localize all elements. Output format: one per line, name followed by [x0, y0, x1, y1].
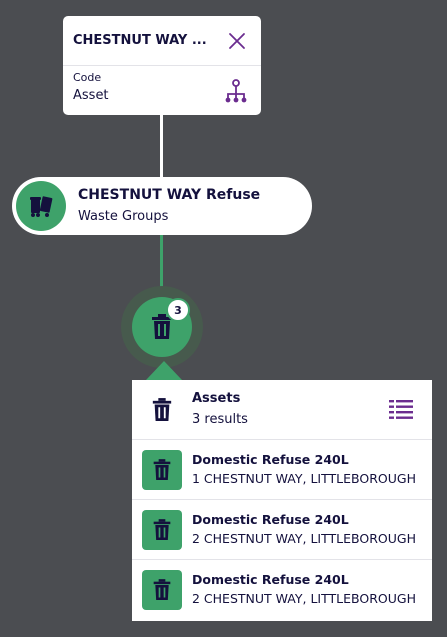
asset-summary-body: Code Asset: [63, 66, 261, 106]
waste-group-avatar: [16, 181, 66, 231]
waste-group-node[interactable]: CHESTNUT WAY Refuse Waste Groups: [12, 177, 312, 235]
hierarchy-icon[interactable]: [223, 78, 249, 104]
assets-panel-title: Assets: [192, 390, 241, 406]
list-item[interactable]: Domestic Refuse 240L 1 CHESTNUT WAY, LIT…: [132, 440, 432, 500]
bin-icon: [153, 518, 171, 540]
asset-count-badge: 3: [166, 298, 190, 322]
code-label: Code: [73, 71, 102, 84]
asset-title: Domestic Refuse 240L: [192, 451, 349, 467]
panel-pointer: [146, 361, 182, 380]
asset-summary-header: CHESTNUT WAY ...: [63, 16, 261, 66]
bin-icon: [153, 579, 171, 600]
asset-avatar: [142, 449, 182, 490]
asset-summary-title: CHESTNUT WAY ...: [73, 33, 207, 48]
assets-panel: Assets 3 results Domestic Refuse 240: [132, 380, 432, 621]
asset-address: 2 CHESTNUT WAY, LITTLEBOROUGH: [192, 591, 416, 606]
asset-address: 2 CHESTNUT WAY, LITTLEBOROUGH: [192, 530, 416, 546]
list-item[interactable]: Domestic Refuse 240L 2 CHESTNUT WAY, LIT…: [132, 560, 432, 620]
assets-panel-count: 3 results: [192, 411, 248, 427]
asset-avatar: [142, 509, 182, 550]
waste-group-title: CHESTNUT WAY Refuse: [78, 187, 261, 203]
list-item[interactable]: Domestic Refuse 240L 2 CHESTNUT WAY, LIT…: [132, 500, 432, 560]
assets-panel-header: Assets 3 results: [132, 380, 432, 440]
close-icon[interactable]: [227, 31, 247, 51]
bin-icon: [153, 458, 171, 480]
asset-avatar: [142, 570, 182, 610]
asset-title: Domestic Refuse 240L: [192, 511, 349, 527]
waste-group-subtitle: Waste Groups: [78, 209, 169, 224]
connector-line-bottom: [160, 234, 163, 300]
code-value: Asset: [73, 88, 109, 103]
bin-icon: [152, 397, 172, 421]
bin-icon: [152, 314, 172, 339]
asset-address: 1 CHESTNUT WAY, LITTLEBOROUGH: [192, 470, 416, 486]
asset-title: Domestic Refuse 240L: [192, 572, 349, 587]
list-icon[interactable]: [388, 397, 414, 423]
wheelie-bins-icon: [30, 196, 53, 217]
connector-line-top: [160, 115, 163, 180]
asset-summary-card: CHESTNUT WAY ... Code Asset: [63, 16, 261, 115]
